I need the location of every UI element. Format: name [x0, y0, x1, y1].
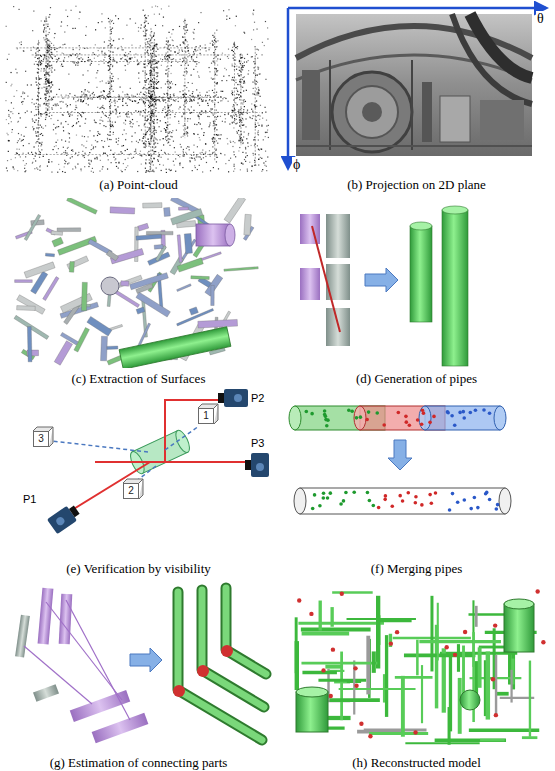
camera-label: P1 — [22, 492, 37, 507]
figure-panel: (e) Verification by visibility 1 3 2 — [0, 388, 277, 576]
figure-panel: (a) Point-cloud — [0, 0, 277, 192]
panel-caption: (g) Estimation of connecting parts — [50, 755, 228, 770]
axis-label: θ — [536, 11, 545, 26]
camera-label: P2 — [250, 391, 265, 406]
camera-label: P3 — [250, 436, 265, 451]
figure-panel: (b) Projection on 2D plane — [278, 0, 555, 192]
cube-number: 3 — [38, 433, 44, 445]
panel-caption: (h) Reconstructed model — [352, 755, 481, 770]
numbered-cube: 1 — [198, 408, 214, 424]
figure-panel: (d) Generation of pipes — [278, 194, 555, 386]
cube-number: 1 — [203, 410, 209, 422]
panel-caption: (b) Projection on 2D plane — [347, 177, 486, 192]
numbered-cube: 2 — [123, 483, 139, 499]
numbered-cube: 3 — [33, 431, 49, 447]
axis-label: ϕ — [292, 157, 301, 172]
panel-caption: (a) Point-cloud — [99, 177, 177, 192]
figure-panel: (g) Estimation of connecting parts — [0, 578, 277, 770]
panel-caption: (e) Verification by visibility — [66, 561, 211, 576]
figure-panel: (h) Reconstructed model — [278, 578, 555, 770]
panel-caption: (d) Generation of pipes — [356, 371, 477, 386]
panel-caption: (f) Merging pipes — [371, 561, 462, 576]
panel-caption: (c) Extraction of Surfaces — [72, 371, 206, 386]
cube-number: 2 — [128, 485, 134, 497]
figure-panel: (c) Extraction of Surfaces — [0, 194, 277, 386]
figure-panel: (f) Merging pipes — [278, 388, 555, 576]
